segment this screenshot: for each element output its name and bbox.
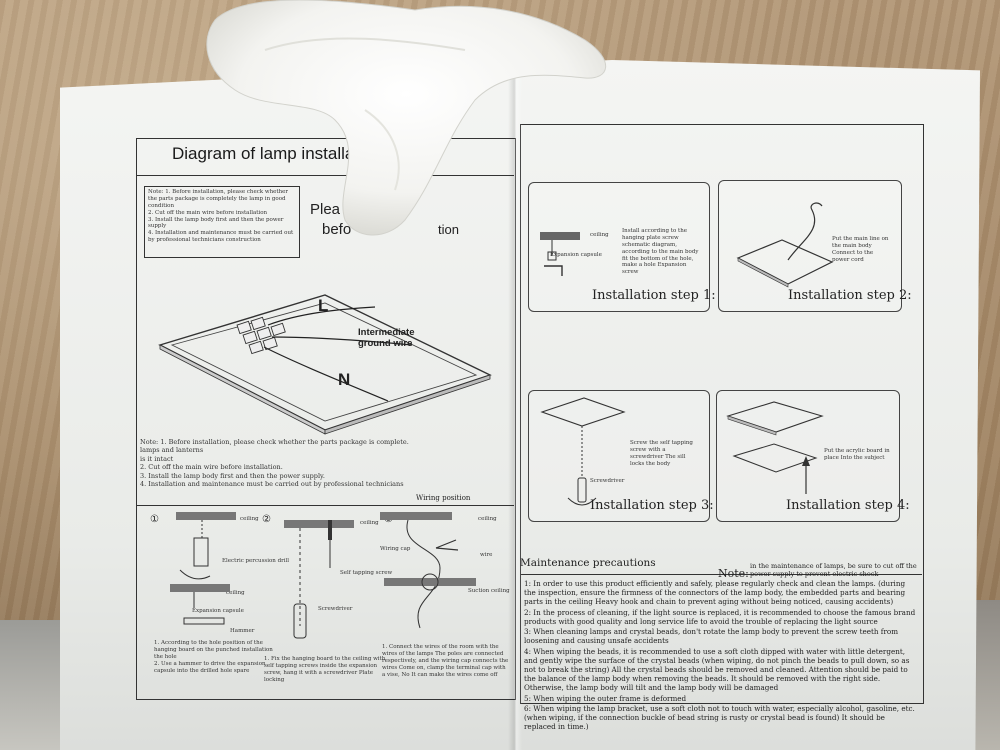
step-number-2: ② bbox=[262, 514, 271, 525]
heading-partial-2: befo bbox=[322, 221, 352, 238]
install-step-2-box bbox=[718, 180, 902, 312]
label-L: L bbox=[318, 296, 329, 315]
top-note-box bbox=[144, 186, 300, 258]
step3-screwdriver-label: Screwdriver bbox=[590, 478, 625, 484]
install-step-1-box bbox=[528, 182, 710, 312]
install-step-3-box bbox=[528, 390, 710, 522]
cloth-overlay bbox=[206, 0, 607, 236]
maintenance-title: Maintenance precautions bbox=[520, 557, 656, 569]
step1-hammer: Hammer bbox=[230, 628, 255, 634]
left-page-frame bbox=[136, 138, 516, 700]
step1-capsule: Expansion capsule bbox=[192, 608, 244, 614]
maintenance-rule bbox=[520, 574, 922, 575]
step1-ceiling: ceiling bbox=[240, 516, 259, 522]
steps-divider bbox=[136, 505, 514, 506]
step2-screwdriver: Screwdriver bbox=[318, 606, 353, 612]
right-page-frame bbox=[520, 124, 924, 704]
step4-illustration bbox=[726, 401, 824, 494]
steps-illustrations bbox=[170, 512, 476, 639]
wiring-position-label: Wiring position bbox=[416, 494, 471, 502]
heading-partial-3: tion bbox=[438, 222, 459, 237]
bottom-note-text: Note: 1. Before installation, please che… bbox=[140, 438, 409, 489]
step1-text: 1. According to the hole position of the… bbox=[154, 640, 273, 674]
maintenance-list: 1: In order to use this product efficien… bbox=[524, 579, 918, 733]
step3-illustration bbox=[540, 397, 626, 506]
label-N: N bbox=[338, 370, 351, 389]
panel-wiring-illustration bbox=[158, 294, 492, 435]
step1-ceiling-2: ceiling bbox=[226, 590, 245, 596]
step1-drill: Electric percussion drill bbox=[222, 558, 289, 564]
maintenance-item: 4: When wiping the beads, it is recommen… bbox=[524, 646, 910, 693]
sheet-content: Diagram of lamp installa Note: 1. Before… bbox=[60, 60, 980, 750]
step-number-1: ① bbox=[150, 514, 159, 525]
step2-self-tapping: Self tapping screw bbox=[340, 570, 393, 576]
step3-wiring-cap: Wiring cap bbox=[380, 546, 411, 552]
maintenance-item: 3: When cleaning lamps and crystal beads… bbox=[524, 627, 899, 646]
top-note-text: Note: 1. Before installation, please che… bbox=[148, 189, 294, 244]
note-label: Note: bbox=[718, 567, 749, 580]
note-text: in the maintenance of lamps, be sure to … bbox=[750, 562, 917, 579]
step2-illustration bbox=[736, 202, 834, 288]
step2-text: 1. Fix the hanging board to the ceiling … bbox=[264, 656, 386, 683]
step2-description: Put the main line on the main body Conne… bbox=[832, 236, 889, 263]
step3-suction: Suction ceiling bbox=[468, 588, 510, 594]
step3-wire: wire bbox=[480, 552, 493, 558]
maintenance-item: 1: In order to use this product efficien… bbox=[524, 579, 906, 607]
label-ground-wire: Intermediate ground wire bbox=[358, 327, 415, 349]
install-step-2-label: Installation step 2: bbox=[788, 288, 912, 303]
install-step-4-label: Installation step 4: bbox=[786, 498, 910, 513]
step3-ceiling: ceiling bbox=[478, 516, 497, 522]
maintenance-item: 6: When wiping the lamp bracket, use a s… bbox=[524, 703, 915, 732]
step2-ceiling: ceiling bbox=[360, 520, 379, 526]
manual-sheet: Diagram of lamp installa Note: 1. Before… bbox=[60, 60, 980, 750]
maintenance-item: 2: In the process of cleaning, if the li… bbox=[524, 607, 916, 626]
step1-illustration bbox=[540, 232, 580, 276]
page-title: Diagram of lamp installa bbox=[172, 144, 355, 163]
install-step-1-label: Installation step 1: bbox=[592, 288, 716, 303]
left-title-rule bbox=[136, 175, 514, 176]
step1-capsule-label: Expansion capsule bbox=[550, 252, 602, 258]
floor-patch bbox=[0, 620, 70, 750]
maintenance-item: 5: When wiping the outer frame is deform… bbox=[524, 693, 687, 703]
install-step-3-label: Installation step 3: bbox=[590, 498, 714, 513]
heading-partial-1: Plea bbox=[310, 201, 341, 218]
step3-description: Screw the self tapping screw with a scre… bbox=[630, 440, 693, 467]
step1-description: Install according to the hanging plate s… bbox=[622, 228, 699, 276]
page-fold bbox=[508, 60, 522, 750]
step3-text: 1. Connect the wires of the room with th… bbox=[382, 644, 509, 678]
step4-description: Put the acrylic board in place Into the … bbox=[824, 448, 890, 461]
step1-ceiling-label: ceiling bbox=[590, 232, 609, 238]
